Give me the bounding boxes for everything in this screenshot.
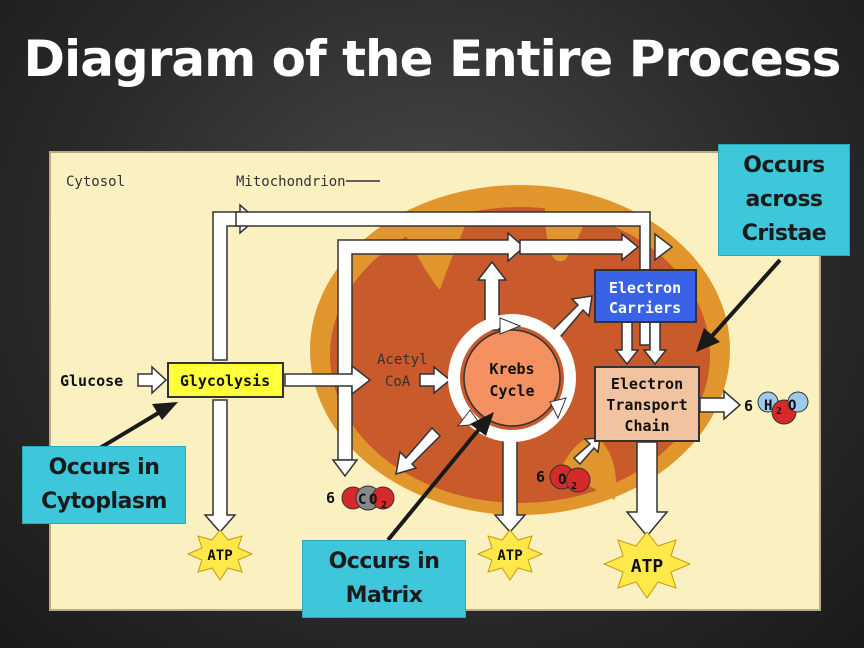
pointer-cristae [710,258,782,338]
arrow-to-acetyl [284,364,372,396]
electron-carriers-box [594,269,697,323]
krebs-circle [463,329,561,427]
h2o-h: H [764,398,772,414]
callout-cytoplasm: Occurs in Cytoplasm [22,446,186,524]
atp-burst-krebs: ATP [476,529,544,581]
callout-cristae: Occurs across Cristae [718,144,850,256]
coa-label: CoA [385,374,411,390]
krebs-label-1: Krebs [489,360,534,378]
arrow-top-loop [235,211,651,346]
h2o-subscript: 2 [776,406,782,417]
atp-label: ATP [631,556,664,577]
callout-matrix-line-2: Matrix [345,583,423,608]
o2-coefficient: 6 [536,468,545,486]
co2-c: C [358,492,366,508]
arrow-carriers-etc-2 [642,321,668,366]
atp-label: ATP [207,548,232,564]
arrow-krebs-co2 [395,426,442,476]
co2-coefficient: 6 [326,489,335,507]
co2-subscript: 2 [381,500,387,511]
o2-atom [565,467,591,493]
callout-pointers [98,258,782,542]
etc-label-1: Electron [611,375,683,393]
cytosol-label: Cytosol [66,174,125,190]
pointer-cristae-head [696,328,720,352]
glucose-label: Glucose [60,372,123,390]
arrow-to-krebs [419,365,452,395]
arrow-carriers-etc-1 [614,321,640,366]
arrow-to-co2 [331,459,359,478]
callout-cytoplasm-line-2: Cytoplasm [41,489,167,514]
electron-carriers-label-1: Electron [609,279,681,297]
etc-label-3: Chain [624,417,669,435]
callout-cristae-line-1: Occurs [743,153,825,178]
callout-cytoplasm-line-1: Occurs in [48,455,160,480]
arrow-second-loop-head [519,232,640,262]
krebs-ring [448,314,576,442]
electron-carriers-label-2: Carriers [609,299,681,317]
pointer-matrix [386,426,482,542]
arrow-etc-atp [625,441,669,538]
arrow-glucose [137,365,168,395]
atp-label: ATP [497,548,522,564]
etc-box [594,366,700,442]
pointer-cytoplasm [98,410,162,450]
callout-matrix: Occurs in Matrix [302,540,466,618]
mitochondrion-label: Mitochondrion [236,174,346,190]
o2-subscript: 2 [571,481,577,492]
pointer-matrix-head [470,412,494,436]
co2-o: O [369,492,377,508]
h2o-molecule: 6 H 2 O [744,391,809,425]
h2o-hydrogen-atom [787,391,809,413]
krebs-label-2: Cycle [489,382,534,400]
glycolysis-box [167,362,284,398]
callout-matrix-line-1: Occurs in [328,549,440,574]
h2o-o: O [788,398,796,414]
crista-fold [560,438,616,500]
arrow-glycolysis-atp [203,399,237,534]
o2-molecule: 6 O 2 [536,464,591,493]
h2o-coefficient: 6 [744,397,753,415]
callout-cristae-line-2: across [745,187,823,212]
flow-arrows [137,203,742,538]
atp-burst-glycolysis: ATP [186,529,254,581]
co2-molecule: 6 C O 2 [326,485,395,511]
o2-o: O [558,472,566,488]
glycolysis-label: Glycolysis [180,372,270,390]
etc-label-2: Transport [606,396,687,414]
acetyl-label: Acetyl [377,352,428,368]
co2-oxygen-atom [371,486,395,510]
arrow-krebs-atp [493,439,527,534]
atp-burst-etc: ATP [602,531,692,599]
pointer-cytoplasm-head [152,402,178,420]
callout-cristae-line-3: Cristae [741,221,827,246]
arrow-to-h2o [699,389,742,421]
arrow-head [654,232,674,262]
arrow-o2-etc [572,437,601,466]
slide-title: Diagram of the Entire Process [23,30,842,88]
arrow-second-loop [337,231,526,461]
